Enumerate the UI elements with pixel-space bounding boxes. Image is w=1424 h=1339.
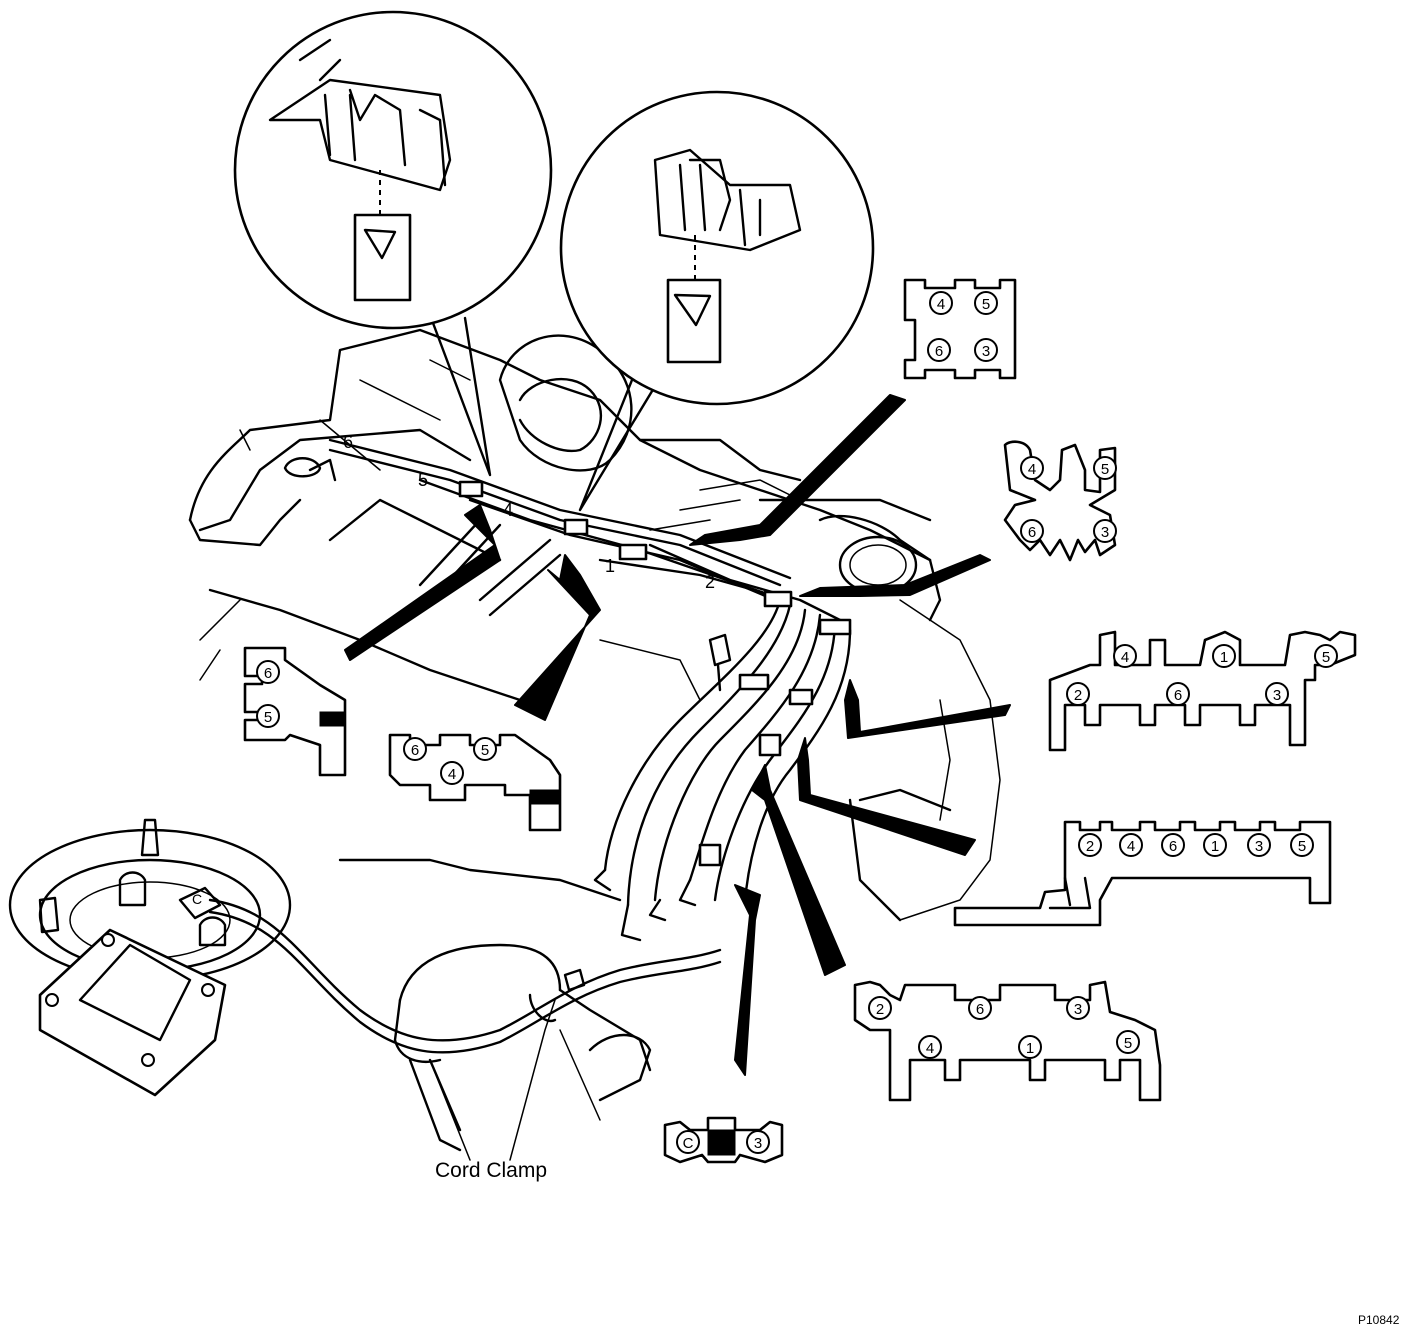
clamp-coil-label-3: 3 [754, 1135, 762, 1152]
clamp-six-staggered-label-2: 2 [876, 1001, 884, 1018]
arrow-three-slot [514, 554, 601, 721]
clamp-six-staggered-label-3: 3 [1074, 1001, 1082, 1018]
clamp-coil: C 3 [663, 1116, 784, 1164]
clamp-four-tab-label-3: 3 [982, 343, 990, 360]
cord-clamp-callout: Cord Clamp [429, 999, 556, 1182]
clamp-four-tab-label-4: 4 [937, 296, 945, 313]
arrow-forked [799, 554, 991, 597]
arrow-six-staggered [751, 764, 846, 976]
coil-mark-c: C [192, 891, 202, 907]
arrow-two-slot [344, 504, 501, 661]
clamp-six-row: 2 4 6 1 3 5 [953, 820, 1332, 927]
clamp-four-tab-label-5: 5 [982, 296, 990, 313]
arrow-six-long [844, 679, 1011, 739]
clamp-six-row-label-6: 6 [1169, 838, 1177, 855]
clamp-forked: 4 5 6 3 [1003, 440, 1117, 562]
arrow-four-tab [689, 394, 906, 546]
clamp-six-row-label-3: 3 [1255, 838, 1263, 855]
clamp-two-slot-label-6: 6 [264, 665, 272, 682]
clamp-six-long-label-3: 3 [1273, 687, 1281, 704]
figure-code: P10842 [1358, 1313, 1400, 1327]
clamp-six-row-label-4: 4 [1127, 838, 1135, 855]
detail-circle-right [559, 90, 875, 512]
clamp-six-row-label-5: 5 [1298, 838, 1306, 855]
clamp-six-long: 4 1 5 2 6 3 [1048, 630, 1357, 752]
engine-mark-1: 1 [605, 556, 615, 576]
clamp-six-long-label-2: 2 [1074, 687, 1082, 704]
clamp-three-slot-label-6: 6 [411, 742, 419, 759]
clamp-six-row-label-1: 1 [1211, 838, 1219, 855]
engine-mark-4: 4 [503, 500, 513, 520]
clamp-six-long-label-1: 1 [1220, 649, 1228, 666]
clamp-six-long-label-4: 4 [1121, 649, 1129, 666]
clamp-coil-label-c: C [683, 1135, 694, 1152]
clamp-six-staggered: 2 6 3 4 1 5 [853, 980, 1162, 1102]
clamp-four-tab-label-6: 6 [935, 343, 943, 360]
clamp-six-staggered-label-6: 6 [976, 1001, 984, 1018]
clamp-two-slot-label-5: 5 [264, 709, 272, 726]
clamp-three-slot: 6 5 4 [388, 733, 562, 832]
clamp-six-row-label-2: 2 [1086, 838, 1094, 855]
clamp-six-staggered-label-5: 5 [1124, 1035, 1132, 1052]
detail-circle-left [233, 10, 553, 477]
clamp-three-slot-label-5: 5 [481, 742, 489, 759]
arrow-coil [734, 884, 761, 1076]
clamp-four-tab: 4 5 6 3 [903, 278, 1017, 380]
clamp-forked-label-6: 6 [1028, 524, 1036, 541]
leader-arrows [344, 394, 1011, 1076]
clamp-six-long-label-6: 6 [1174, 687, 1182, 704]
clamp-six-staggered-label-1: 1 [1026, 1040, 1034, 1057]
clamp-forked-label-5: 5 [1101, 461, 1109, 478]
spark-plug-cords [208, 438, 852, 1054]
clamp-forked-label-4: 4 [1028, 461, 1036, 478]
engine-mark-2: 2 [705, 572, 715, 592]
clamp-six-staggered-label-4: 4 [926, 1040, 934, 1057]
cord-clamp-label: Cord Clamp [435, 1159, 547, 1182]
engine-mark-6: 6 [343, 432, 353, 452]
clamp-three-slot-label-4: 4 [448, 766, 456, 783]
clamp-forked-label-3: 3 [1101, 524, 1109, 541]
ignition-coil [38, 928, 227, 1097]
clamp-six-long-label-5: 5 [1322, 649, 1330, 666]
arrow-six-row [797, 737, 976, 856]
installed-cord-clamps [458, 480, 852, 867]
clamp-two-slot: 6 5 [243, 646, 347, 777]
